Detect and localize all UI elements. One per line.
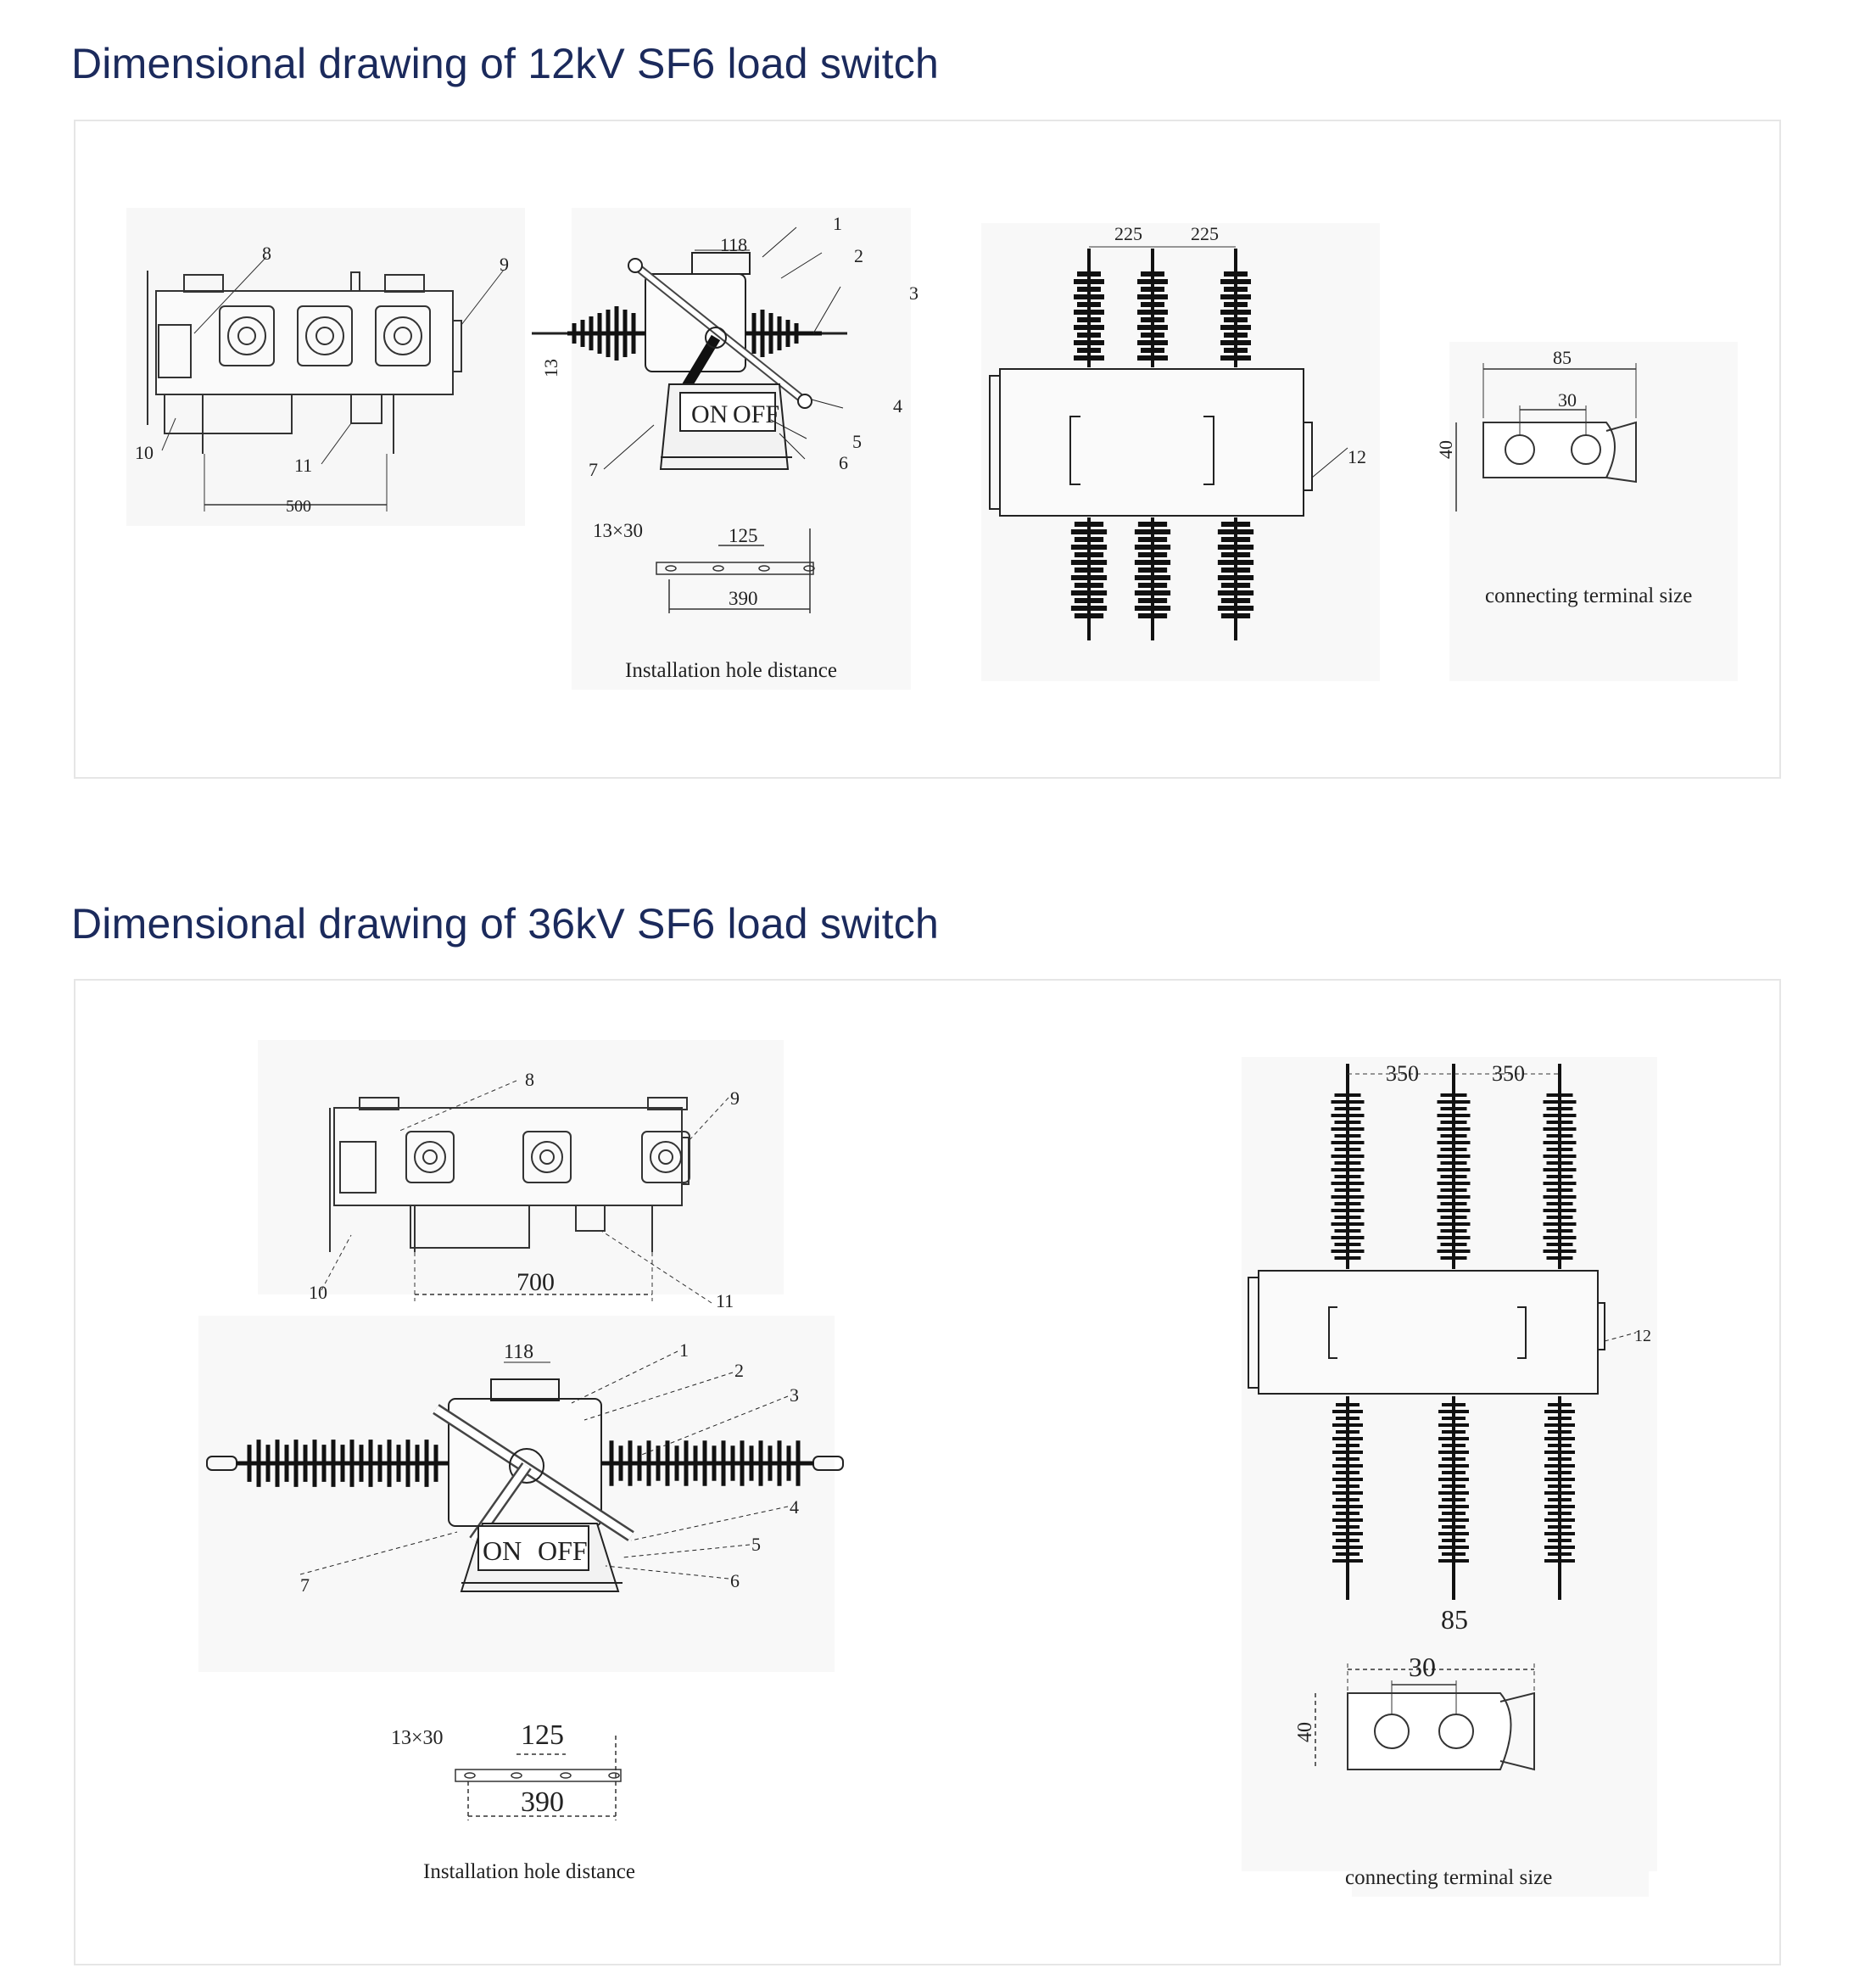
plan-spacing-b: 350 (1492, 1061, 1525, 1086)
label-on: ON (483, 1535, 522, 1566)
label-off: OFF (538, 1535, 588, 1566)
callout-5: 5 (751, 1534, 761, 1555)
terminal-caption: connecting terminal size (1345, 1866, 1552, 1889)
terminal-height: 40 (1435, 440, 1456, 459)
plan-spacing-a: 225 (1114, 223, 1142, 244)
callout-1: 1 (833, 213, 842, 234)
callout-11: 11 (294, 455, 312, 476)
install-caption: Installation hole distance (625, 659, 837, 682)
callout-1: 1 (679, 1339, 689, 1361)
install-hole-size: 13×30 (593, 520, 643, 541)
install-plate-12kv (656, 528, 815, 613)
callout-8: 8 (525, 1069, 534, 1090)
install-length: 390 (729, 588, 758, 609)
dim-width: 700 (516, 1268, 555, 1296)
side-view-12kv (532, 226, 847, 470)
terminal-36kv (1315, 1663, 1649, 1897)
callout-6: 6 (730, 1570, 740, 1591)
install-spacing: 125 (729, 525, 758, 546)
insulator-pole (1331, 1064, 1577, 1600)
callout-12: 12 (1634, 1327, 1651, 1345)
bushing-flange (297, 305, 353, 366)
insulator-right (601, 1440, 813, 1486)
plan-view-36kv (1248, 1270, 1637, 1395)
install-hole-size: 13×30 (391, 1727, 444, 1749)
callout-6: 6 (839, 452, 848, 473)
callout-7: 7 (300, 1574, 310, 1596)
drawing-canvas-12kv: 8 9 10 11 500 (126, 208, 1738, 690)
install-caption: Installation hole distance (423, 1860, 635, 1883)
section-title-12kv: Dimensional drawing of 12kV SF6 load swi… (71, 40, 939, 87)
callout-4: 4 (790, 1496, 799, 1518)
top-view-12kv (147, 256, 505, 512)
callout-9: 9 (500, 254, 509, 275)
drawing-canvas-36kv: 8 9 10 11 700 118 ON OFF 1 2 3 4 5 6 7 (198, 1040, 1657, 1897)
terminal-12kv (1455, 363, 1637, 512)
bushing-flange (522, 1131, 572, 1183)
plan-spacing-b: 225 (1191, 223, 1219, 244)
terminal-caption: connecting terminal size (1485, 584, 1692, 607)
callout-2: 2 (854, 245, 863, 266)
callout-2: 2 (734, 1360, 744, 1381)
install-spacing: 125 (521, 1719, 564, 1751)
top-view-36kv (321, 1080, 729, 1304)
terminal-width: 85 (1553, 347, 1572, 368)
bushing-flange (405, 1131, 455, 1183)
image-bg (1449, 342, 1738, 681)
terminal-height: 40 (1294, 1722, 1316, 1742)
bushing-flange (219, 305, 275, 366)
install-length: 390 (521, 1786, 564, 1818)
insulator-sheds (1070, 271, 1254, 618)
terminal-width: 85 (1441, 1604, 1468, 1635)
callout-7: 7 (589, 459, 598, 480)
callout-3: 3 (790, 1384, 799, 1406)
callout-4: 4 (893, 395, 902, 417)
callout-8: 8 (262, 243, 271, 264)
bushing-flange (375, 305, 431, 366)
dim-width: 500 (286, 497, 311, 516)
section-title-36kv: Dimensional drawing of 36kV SF6 load swi… (71, 900, 939, 948)
terminal-hole-spacing: 30 (1558, 389, 1577, 411)
label-on: ON (691, 400, 728, 428)
insulator-right (745, 310, 822, 357)
insulator-left (567, 306, 645, 361)
callout-10: 10 (135, 442, 154, 463)
insulator-left (237, 1440, 449, 1487)
plan-spacing-a: 350 (1386, 1061, 1419, 1086)
install-plate-36kv (455, 1736, 622, 1820)
plan-view-12kv (989, 368, 1348, 517)
drawing-panel-36kv: 8 9 10 11 700 118 ON OFF 1 2 3 4 5 6 7 (74, 979, 1781, 1965)
callout-9: 9 (730, 1087, 740, 1109)
dim-118: 118 (504, 1341, 533, 1363)
callout-11: 11 (716, 1290, 734, 1311)
dim-13: 13 (540, 359, 561, 377)
callout-5: 5 (852, 431, 862, 452)
callout-3: 3 (909, 282, 918, 304)
terminal-hole-spacing: 30 (1409, 1652, 1436, 1682)
dim-118: 118 (720, 234, 747, 255)
label-off: OFF (733, 400, 779, 428)
drawing-panel-12kv: 8 9 10 11 500 (74, 120, 1781, 779)
callout-10: 10 (309, 1282, 327, 1303)
side-view-36kv (206, 1350, 844, 1592)
callout-12: 12 (1348, 446, 1366, 467)
